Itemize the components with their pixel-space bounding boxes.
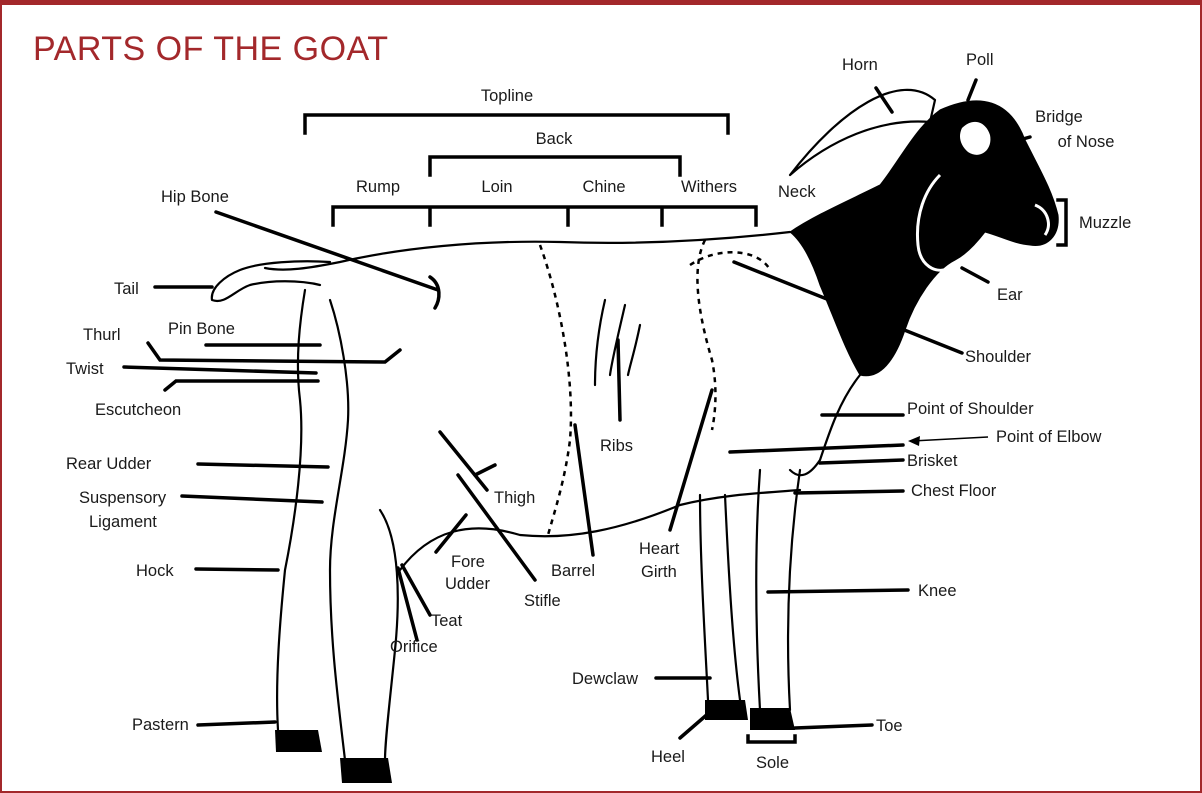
sole-bracket bbox=[748, 736, 795, 742]
label-dewclaw: Dewclaw bbox=[572, 670, 638, 688]
hoof-rear-2 bbox=[340, 758, 392, 783]
label-point-of-shoulder: Point of Shoulder bbox=[907, 400, 1034, 418]
dashed-barrel bbox=[540, 245, 571, 535]
label-barrel: Barrel bbox=[551, 562, 595, 580]
rear-leg-front bbox=[380, 510, 398, 760]
label-back: Back bbox=[536, 130, 573, 148]
label-rump: Rump bbox=[356, 178, 400, 196]
elbow-arrow bbox=[912, 437, 988, 441]
label-muzzle: Muzzle bbox=[1079, 214, 1131, 232]
label-pin-bone: Pin Bone bbox=[168, 320, 235, 338]
body-outline bbox=[265, 232, 790, 270]
label-rear-udder: Rear Udder bbox=[66, 455, 152, 473]
rib-stroke bbox=[628, 325, 640, 375]
segment-bracket bbox=[333, 207, 756, 225]
heel-leader bbox=[680, 712, 710, 738]
label-orifice: Orifice bbox=[390, 638, 438, 656]
label-ribs: Ribs bbox=[600, 437, 633, 455]
label-sole: Sole bbox=[756, 754, 789, 772]
label-thurl: Thurl bbox=[83, 326, 121, 344]
front-leg-1 bbox=[700, 495, 708, 700]
dashed-heart bbox=[697, 240, 715, 430]
thigh-mark bbox=[475, 465, 495, 475]
label-neck: Neck bbox=[778, 183, 816, 201]
label-heel: Heel bbox=[651, 748, 685, 766]
hoof-front-2 bbox=[750, 708, 795, 730]
hoof-rear-1 bbox=[275, 730, 322, 752]
barrel-leader bbox=[575, 425, 593, 555]
muzzle-bracket bbox=[1058, 200, 1066, 245]
label-suspensory-1: Suspensory bbox=[79, 489, 167, 507]
back-bracket bbox=[430, 157, 680, 175]
brisket-leader bbox=[730, 445, 903, 452]
ear-leader bbox=[962, 268, 988, 282]
label-horn: Horn bbox=[842, 56, 878, 74]
elbow-arrowhead bbox=[908, 436, 920, 446]
label-hock: Hock bbox=[136, 562, 174, 580]
label-shoulder: Shoulder bbox=[965, 348, 1032, 366]
ribs-leader bbox=[618, 340, 620, 420]
chest-outline bbox=[790, 375, 860, 475]
label-knee: Knee bbox=[918, 582, 957, 600]
rear-udder-leader bbox=[198, 464, 328, 467]
label-fore-2: Udder bbox=[445, 575, 490, 593]
heart-girth-leader bbox=[670, 390, 712, 530]
poll-leader bbox=[968, 80, 976, 100]
pastern-leader bbox=[198, 722, 275, 725]
label-poll: Poll bbox=[966, 51, 994, 69]
label-hip-bone: Hip Bone bbox=[161, 188, 229, 206]
hip-bone-mark bbox=[430, 277, 439, 308]
orifice-leader bbox=[398, 568, 417, 640]
suspensory-leader bbox=[182, 496, 322, 502]
label-withers: Withers bbox=[681, 178, 737, 196]
label-thigh: Thigh bbox=[494, 489, 535, 507]
label-bridge-2: of Nose bbox=[1058, 133, 1115, 151]
chest-floor-leader bbox=[795, 491, 903, 493]
label-teat: Teat bbox=[431, 612, 463, 630]
escutcheon-leader bbox=[165, 381, 318, 390]
fore-udder-leader bbox=[436, 515, 466, 552]
label-escutcheon: Escutcheon bbox=[95, 401, 181, 419]
label-loin: Loin bbox=[481, 178, 512, 196]
hoof-front-1 bbox=[705, 700, 748, 720]
topline-bracket bbox=[305, 115, 728, 133]
dashed-shoulder bbox=[690, 252, 770, 270]
twist-leader bbox=[124, 367, 316, 373]
label-pastern: Pastern bbox=[132, 716, 189, 734]
label-chest-floor: Chest Floor bbox=[911, 482, 997, 500]
label-chine: Chine bbox=[582, 178, 625, 196]
hock-leader bbox=[196, 569, 278, 570]
label-suspensory-2: Ligament bbox=[89, 513, 157, 531]
label-topline: Topline bbox=[481, 87, 533, 105]
label-toe: Toe bbox=[876, 717, 903, 735]
label-point-of-elbow: Point of Elbow bbox=[996, 428, 1102, 446]
teat-leader bbox=[402, 565, 430, 615]
rear-outline bbox=[277, 290, 305, 730]
label-brisket: Brisket bbox=[907, 452, 958, 470]
toe-leader bbox=[795, 725, 872, 728]
label-bridge-1: Bridge bbox=[1035, 108, 1083, 126]
label-heart-2: Girth bbox=[641, 563, 677, 581]
label-twist: Twist bbox=[66, 360, 104, 378]
rear-leg-back bbox=[330, 300, 348, 760]
front-leg-2 bbox=[725, 495, 740, 700]
front-leg-3 bbox=[756, 470, 760, 710]
knee-leader bbox=[768, 590, 908, 592]
label-stifle: Stifle bbox=[524, 592, 561, 610]
label-fore-1: Fore bbox=[451, 553, 485, 571]
rib-stroke bbox=[595, 300, 605, 385]
brisket-leader-2 bbox=[820, 460, 903, 463]
label-heart-1: Heart bbox=[639, 540, 680, 558]
label-tail: Tail bbox=[114, 280, 139, 298]
label-ear: Ear bbox=[997, 286, 1023, 304]
